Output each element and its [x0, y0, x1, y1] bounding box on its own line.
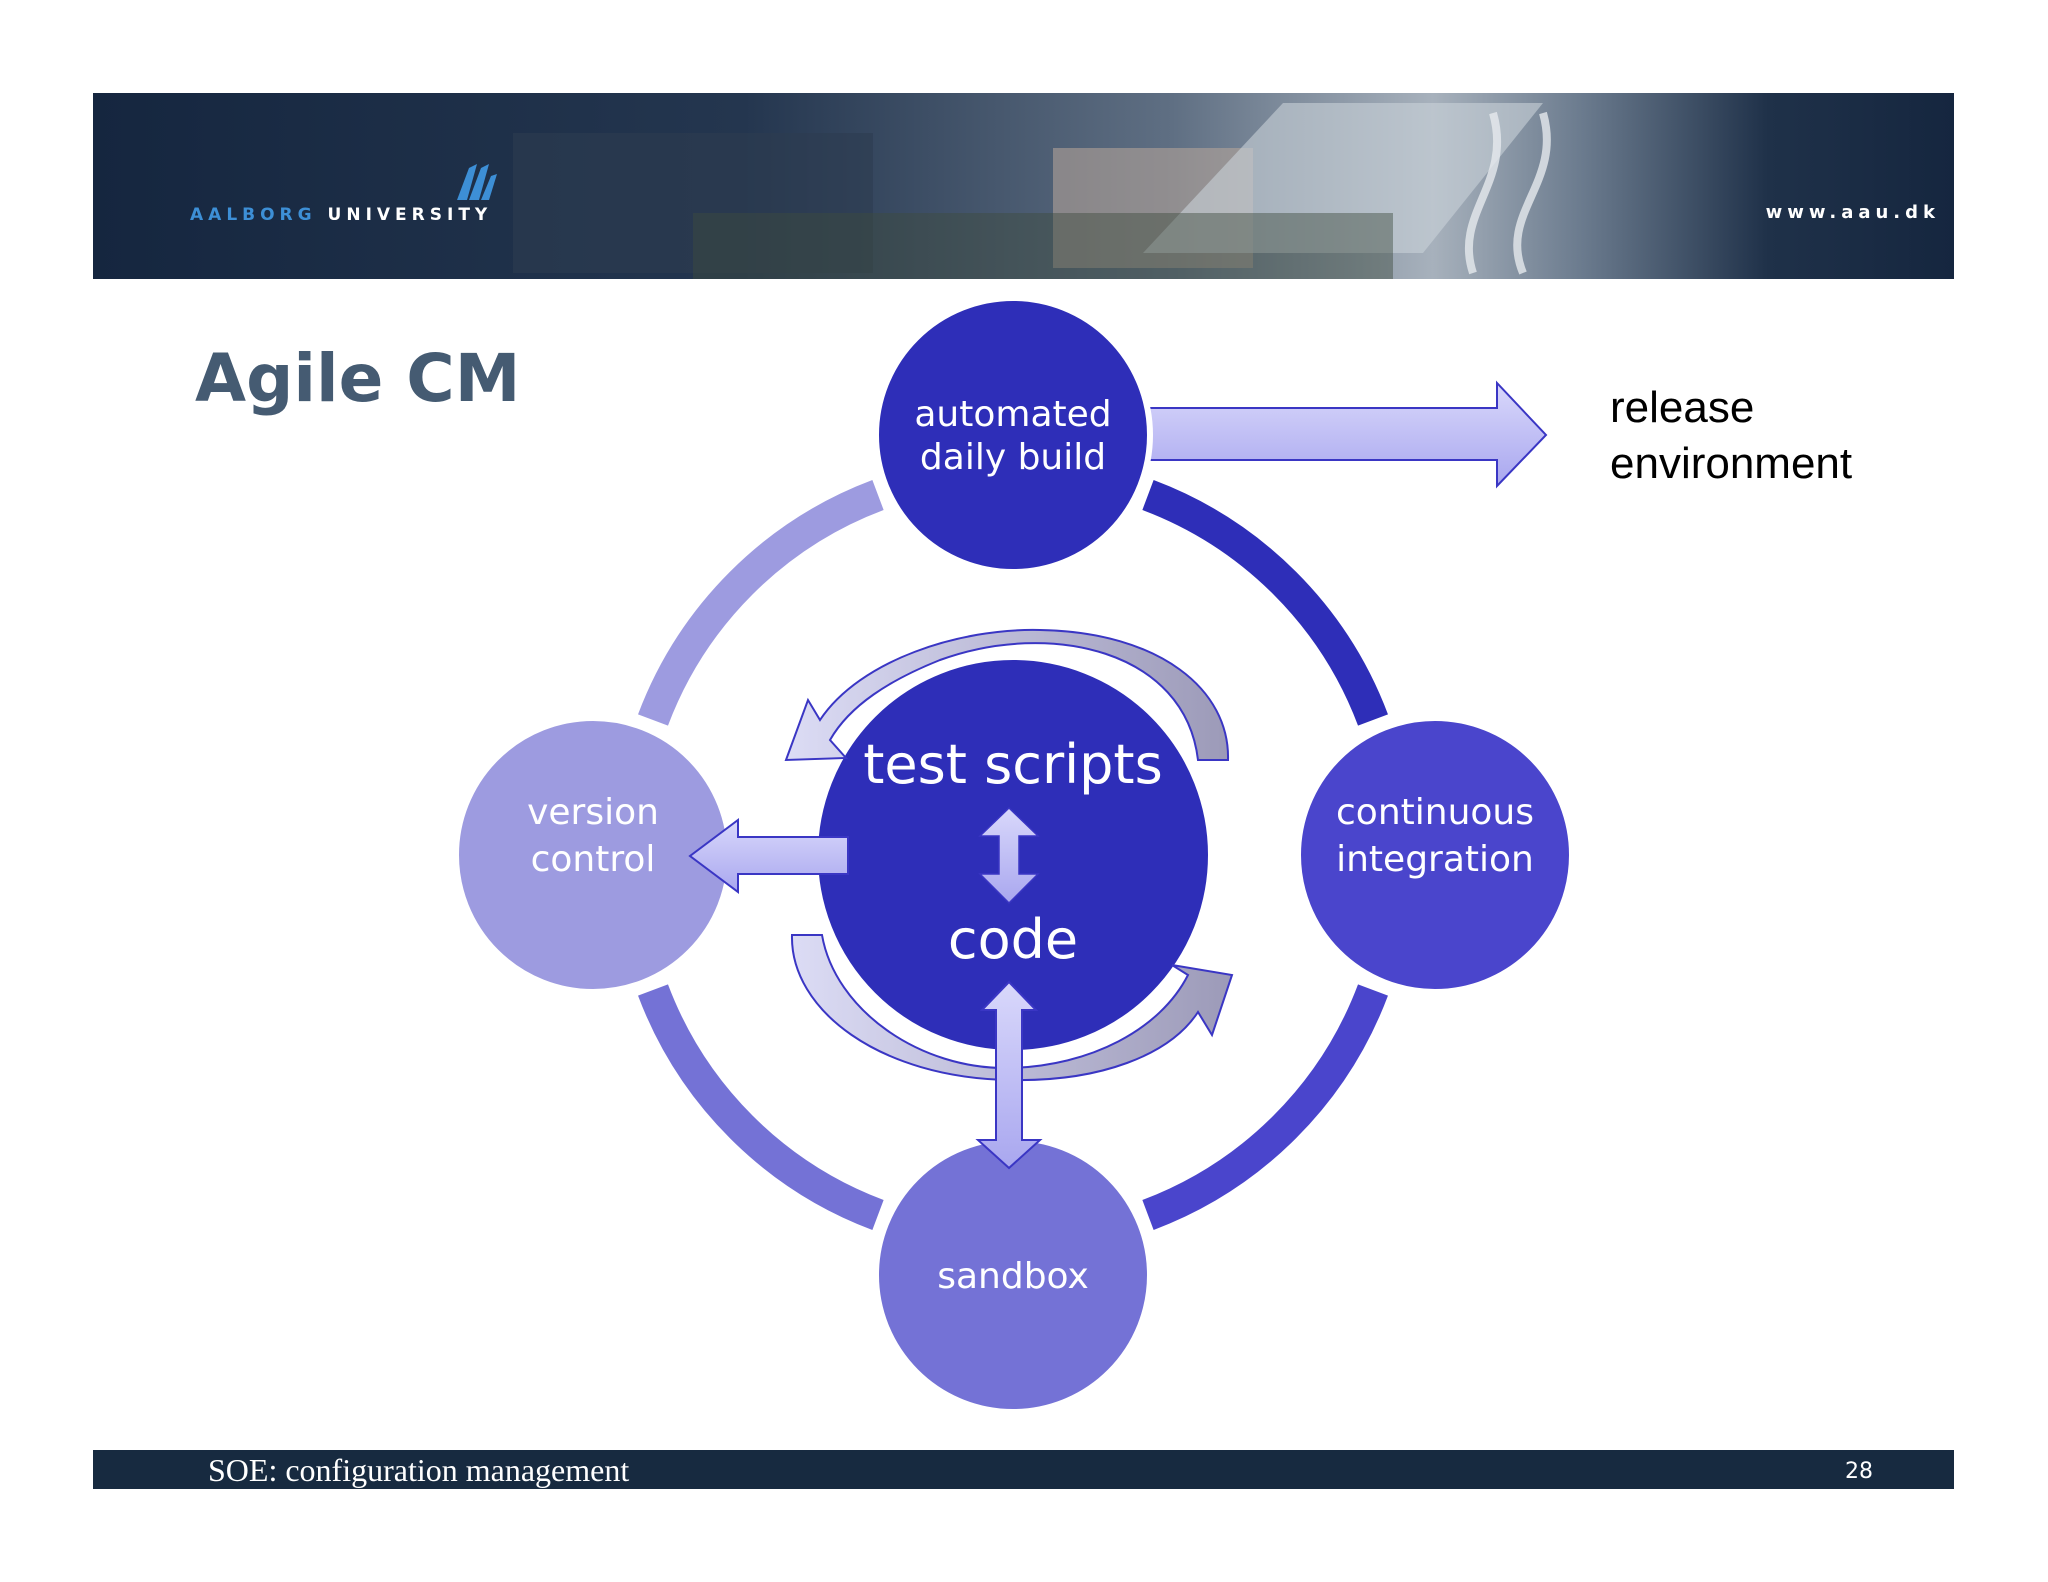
upper-curved-arrow: [784, 628, 1230, 762]
release-label-line1: release: [1610, 383, 1755, 432]
node-continuous-integration: [1295, 715, 1575, 995]
ring-arc-bottom-left: [638, 984, 884, 1230]
university-name-part2: UNIVERSITY: [327, 205, 493, 225]
ring-arc-right-bottom: [1142, 984, 1388, 1230]
node-left-label-line2: control: [531, 839, 656, 880]
release-arrow: [1127, 380, 1548, 489]
ring-arc-left-top: [638, 480, 884, 726]
ring-arc-top-right: [1142, 480, 1388, 726]
center-label-test-scripts: test scripts: [863, 733, 1162, 796]
university-url: www.aau.dk: [1765, 202, 1940, 223]
node-top-label-line2: daily build: [920, 437, 1106, 478]
center-label-code: code: [948, 908, 1078, 971]
page-number: 28: [1845, 1459, 1873, 1484]
university-name: AALBORG UNIVERSITY: [190, 205, 492, 225]
code-sandbox-double-arrow: [975, 980, 1043, 1170]
node-top-label-line1: automated: [914, 394, 1111, 435]
node-right-label-line2: integration: [1336, 839, 1534, 880]
campus-photo: [93, 93, 1954, 279]
lower-curved-arrow: [790, 934, 1234, 1082]
slide-title: Agile CM: [195, 340, 521, 417]
university-name-part1: AALBORG: [190, 205, 317, 225]
node-left-label-line1: version: [527, 792, 659, 833]
node-right-label-line1: continuous: [1336, 792, 1534, 833]
university-logo-icon: [457, 164, 497, 200]
node-automated-daily-build: [873, 295, 1153, 575]
release-label: release environment: [1610, 380, 1852, 492]
arrow-to-version-control: [688, 818, 849, 894]
footer-band: [93, 1450, 1954, 1489]
node-bottom-label: sandbox: [937, 1256, 1089, 1297]
release-label-line2: environment: [1610, 439, 1853, 488]
center-double-arrow: [978, 806, 1040, 905]
footer-text: SOE: configuration management: [208, 1452, 630, 1488]
header-banner: [93, 93, 1954, 279]
